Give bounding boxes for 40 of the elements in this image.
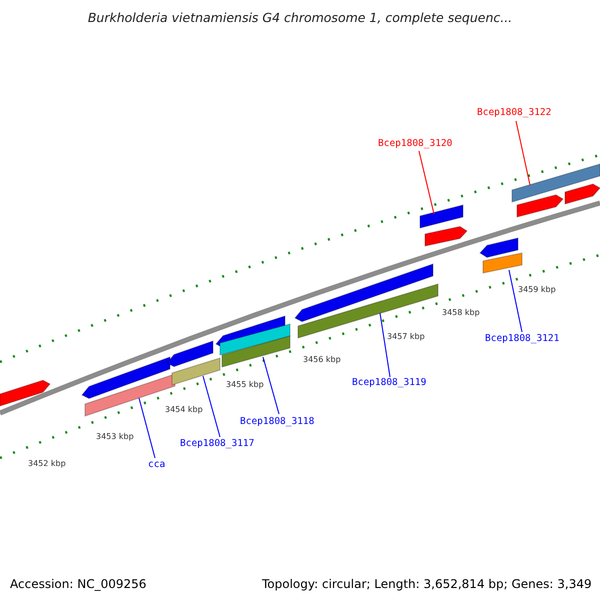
position-label: 3455 kbp: [226, 379, 264, 391]
gene-feature: [81, 356, 170, 399]
position-label: 3454 kbp: [165, 404, 203, 416]
gene-label: Bcep1808_3117: [180, 437, 254, 451]
gene-label: cca: [148, 458, 166, 472]
title: Burkholderia vietnamiensis G4 chromosome 1, complete sequenc...: [86, 9, 514, 27]
gene-label: Bcep1808_3122: [477, 106, 552, 120]
leader-line: [508, 270, 522, 332]
gene-label: Bcep1808_3120: [378, 137, 452, 151]
leader-line: [262, 356, 280, 414]
gene-feature: [294, 263, 434, 322]
gene-feature: [424, 226, 468, 247]
position-label: 3457 kbp: [387, 331, 425, 343]
gene-label: Bcep1808_3121: [485, 332, 560, 346]
gene-feature: [166, 340, 214, 368]
gene-bar: [482, 252, 522, 274]
footer-text: Topology: circular; Length: 3,652,814 bp; Genes: 3,349: [262, 576, 592, 593]
gene-feature: [516, 194, 564, 218]
gene-bar: [512, 163, 600, 203]
leader-line: [418, 150, 434, 214]
gene-bar: [298, 283, 438, 339]
position-label: 3452 kbp: [28, 458, 66, 470]
position-label: 3453 kbp: [96, 431, 134, 443]
leader-line: [202, 376, 220, 438]
gene-label: Bcep1808_3118: [240, 415, 314, 429]
position-label: 3459 kbp: [518, 284, 556, 296]
gene-feature: [479, 237, 518, 258]
gene-label: Bcep1808_3119: [352, 376, 426, 390]
leader-line: [380, 312, 390, 378]
gene-bar: [220, 323, 290, 356]
position-label: 3456 kbp: [303, 354, 341, 366]
gene-bar: [420, 204, 464, 229]
leader-line: [138, 398, 156, 458]
gene-bar: [172, 357, 220, 386]
leader-line: [516, 120, 530, 186]
gene-feature: [0, 380, 51, 407]
gene-bar: [222, 335, 290, 368]
gene-feature: [564, 183, 600, 205]
footer-text: Accession: NC_009256: [10, 576, 146, 593]
position-label: 3458 kbp: [442, 307, 480, 319]
